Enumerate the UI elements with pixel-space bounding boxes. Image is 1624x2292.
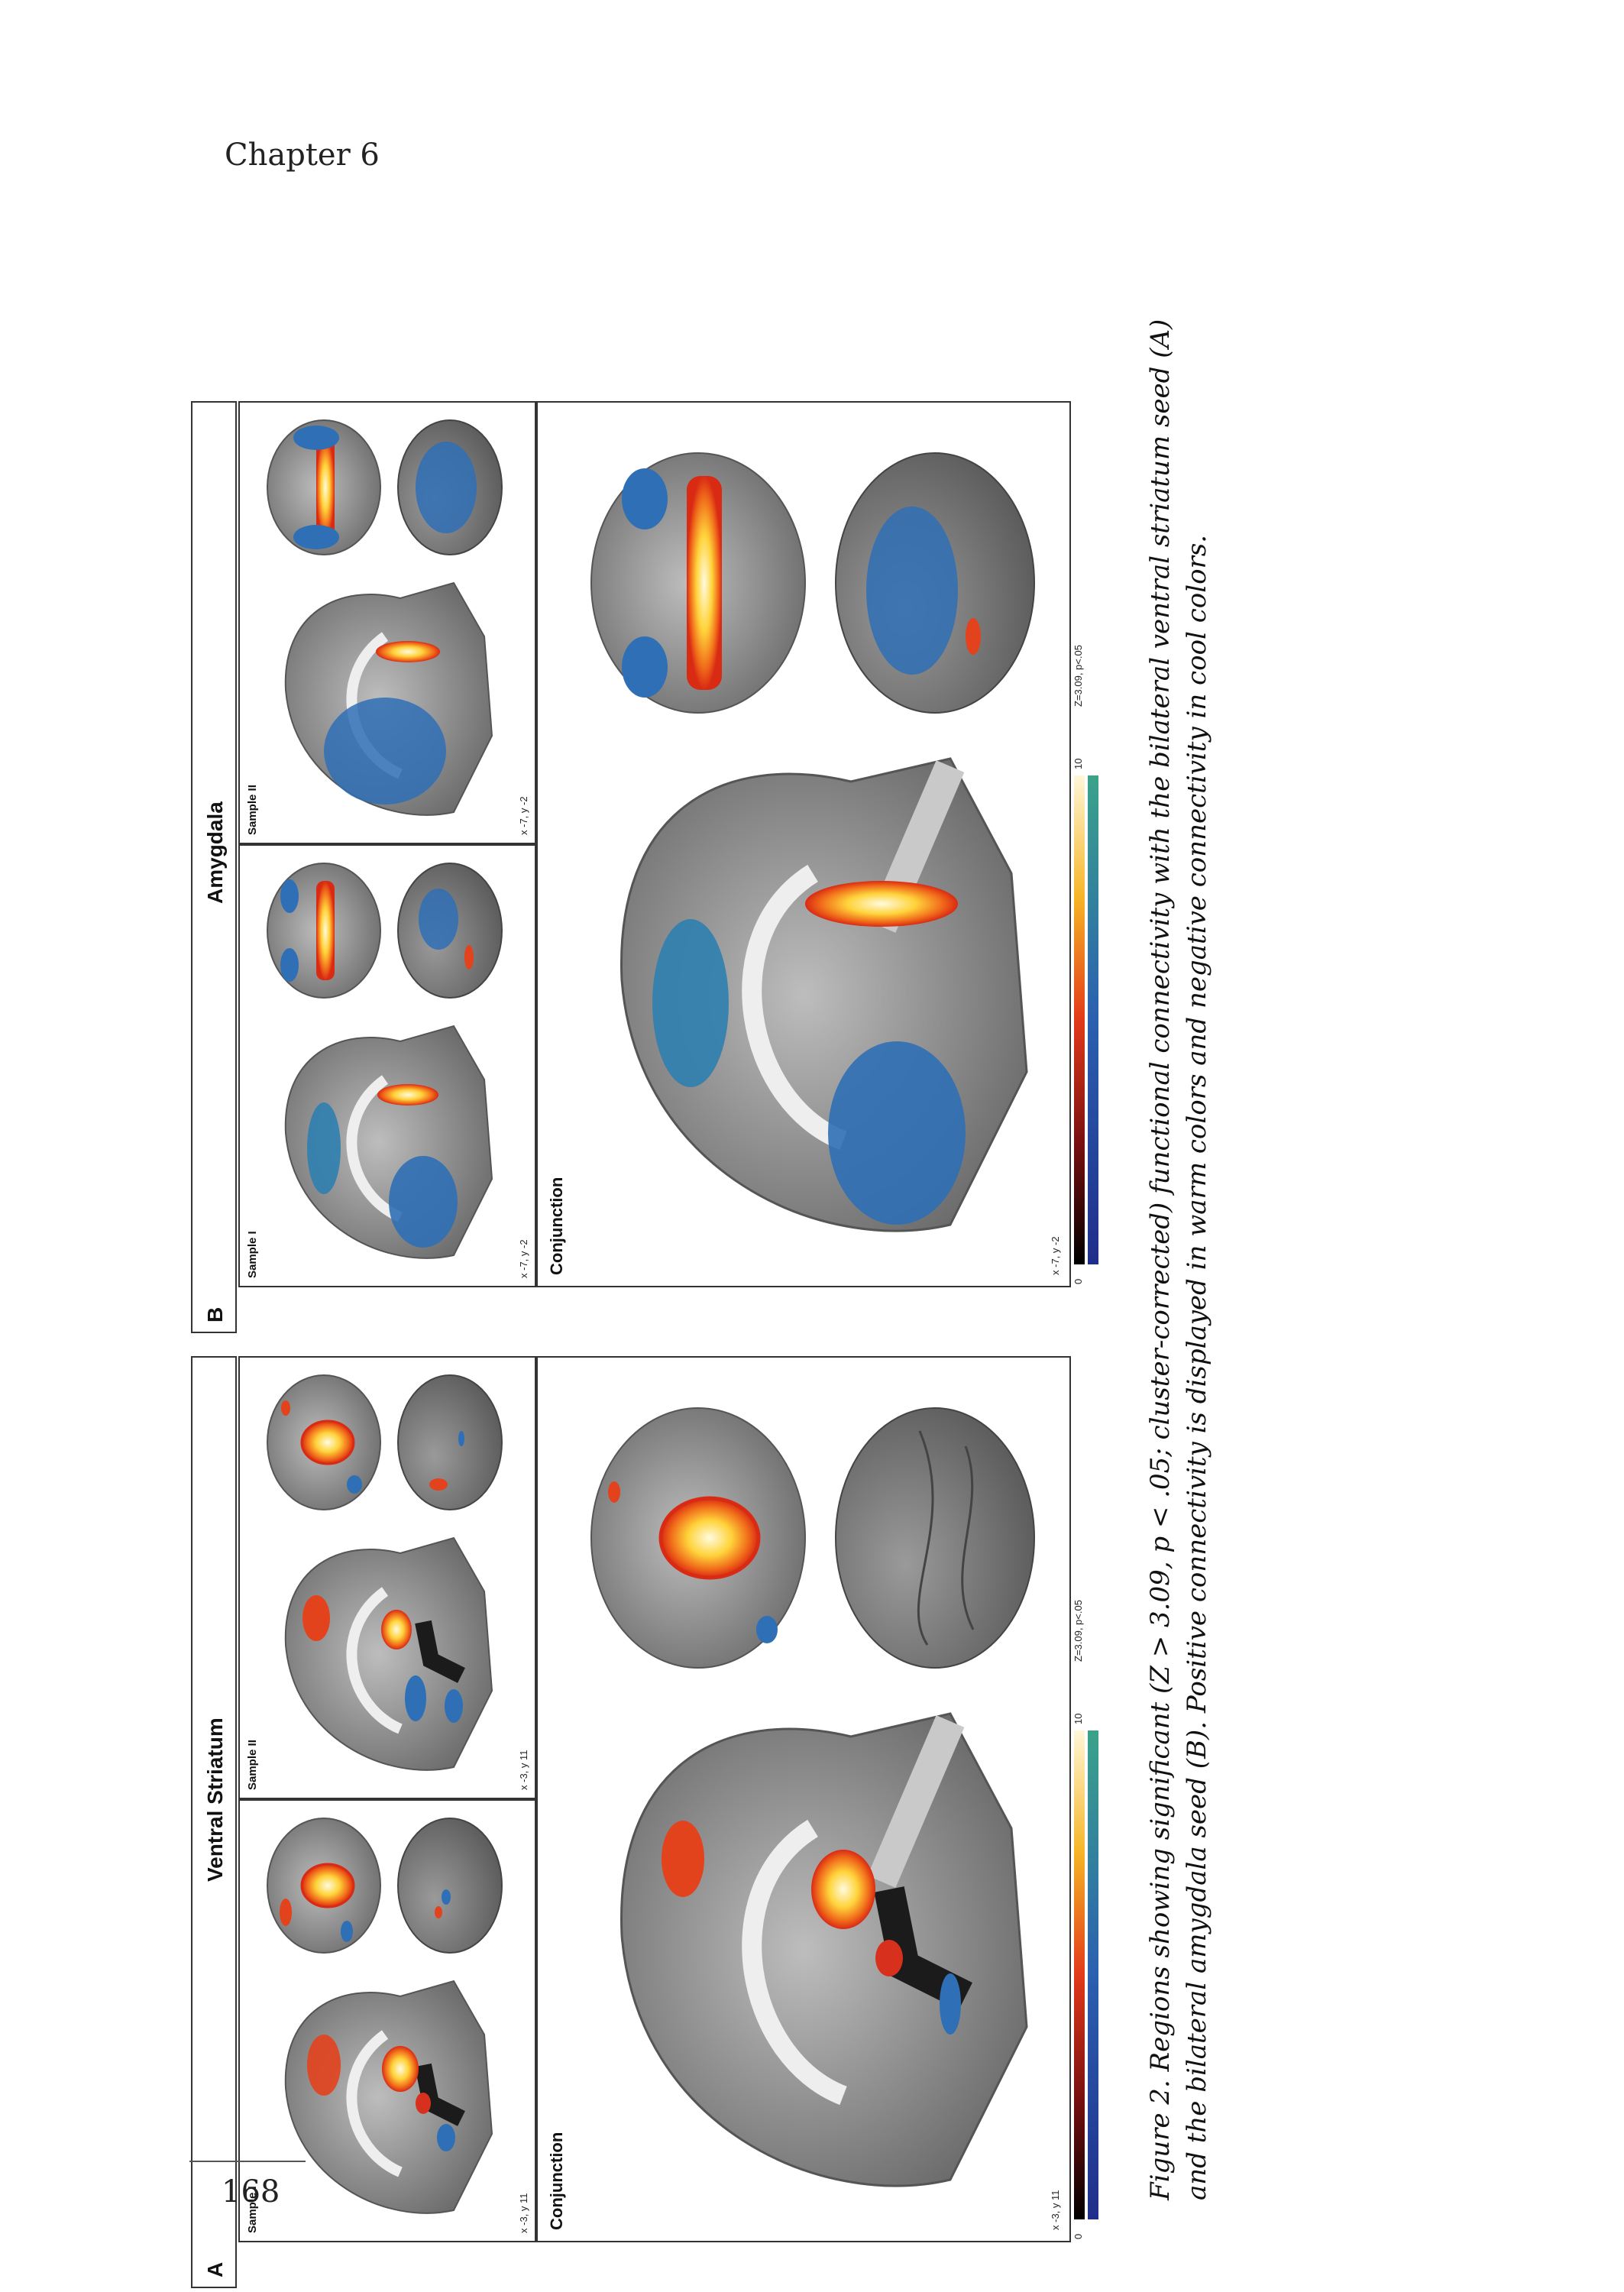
panel-b-sample1-coords: x -7, y -2 xyxy=(518,1239,529,1278)
panel-a-title: Ventral Striatum xyxy=(203,1717,227,1882)
scale-threshold: Z=3.09, p<.05 xyxy=(1072,1600,1084,1662)
cool-colorbar xyxy=(1088,775,1098,1264)
coronal-slice xyxy=(267,1374,381,1510)
panel-b-colorbar: 0 10 Z=3.09, p<.05 xyxy=(1071,401,1123,1287)
sagittal-slice xyxy=(284,1980,493,2214)
coronal-slice xyxy=(267,419,381,555)
cool-colorbar xyxy=(1088,1730,1098,2219)
3d-brain-render xyxy=(397,419,503,555)
footer-rule xyxy=(189,2161,306,2162)
panel-a-conjunction-coords: x -3, y 11 xyxy=(1050,2190,1061,2230)
sagittal-slice xyxy=(284,581,493,816)
panel-a-conjunction: Conjunction x -3, y 11 xyxy=(536,1356,1071,2242)
scale-min: 0 xyxy=(1072,1278,1084,1284)
scale-threshold: Z=3.09, p<.05 xyxy=(1072,645,1084,707)
panel-a-sample1: Sample I x -3, y 11 xyxy=(238,1799,536,2242)
caption-text: Figure 2. Regions showing significant (Z… xyxy=(1145,319,1212,2200)
sagittal-slice xyxy=(284,1536,493,1771)
3d-brain-render-large xyxy=(835,452,1035,714)
panel-b-title: Amygdala xyxy=(203,801,227,904)
panel-b-sample2-label: Sample II xyxy=(246,785,259,835)
sagittal-slice-large xyxy=(620,1712,1028,2187)
coronal-slice xyxy=(267,1818,381,1954)
coronal-slice xyxy=(267,863,381,999)
panel-a-sample1-coords: x -3, y 11 xyxy=(518,2193,529,2233)
panel-a-sample2-label: Sample II xyxy=(246,1740,259,1790)
panel-b-conjunction-coords: x -7, y -2 xyxy=(1050,1236,1061,1275)
panel-b-conjunction: Conjunction x -7, y -2 xyxy=(536,401,1071,1287)
scale-max: 10 xyxy=(1072,758,1084,769)
panel-a-header: A Ventral Striatum xyxy=(191,1356,237,2288)
coronal-slice-large xyxy=(590,452,806,714)
panel-b-header: B Amygdala xyxy=(191,401,237,1333)
panel-b-sample2-coords: x -7, y -2 xyxy=(518,796,529,835)
panel-b-letter: B xyxy=(203,1306,227,1322)
3d-brain-render-large xyxy=(835,1407,1035,1669)
panel-b-sample1: Sample I x -7, y -2 xyxy=(238,844,536,1287)
scale-max: 10 xyxy=(1072,1713,1084,1724)
panel-a-letter: A xyxy=(203,2261,227,2277)
panel-a-colorbar: 0 10 Z=3.09, p<.05 xyxy=(1071,1356,1123,2242)
sagittal-slice xyxy=(284,1025,493,1259)
panel-a-sample2: Sample II x -3, y 11 xyxy=(238,1356,536,1799)
panel-a-sample2-coords: x -3, y 11 xyxy=(518,1750,529,1790)
sagittal-slice-large xyxy=(620,757,1028,1232)
connectivity-figure: A Ventral Striatum Sample I x -3, y 11 xyxy=(191,401,1123,2288)
figure-caption: Figure 2. Regions showing significant (Z… xyxy=(1142,290,1215,2200)
3d-brain-render xyxy=(397,1818,503,1954)
panel-b-conjunction-label: Conjunction xyxy=(547,1177,566,1275)
page-number: 168 xyxy=(222,2174,280,2209)
coronal-slice-large xyxy=(590,1407,806,1669)
panel-b-sample2: Sample II x -7, y -2 xyxy=(238,401,536,844)
scale-min: 0 xyxy=(1072,2233,1084,2239)
warm-colorbar xyxy=(1074,775,1085,1264)
3d-brain-render xyxy=(397,863,503,999)
chapter-heading: Chapter 6 xyxy=(225,138,380,173)
warm-colorbar xyxy=(1074,1730,1085,2219)
panel-b-sample1-label: Sample I xyxy=(246,1231,259,1278)
3d-brain-render xyxy=(397,1374,503,1510)
panel-a-conjunction-label: Conjunction xyxy=(547,2132,566,2230)
